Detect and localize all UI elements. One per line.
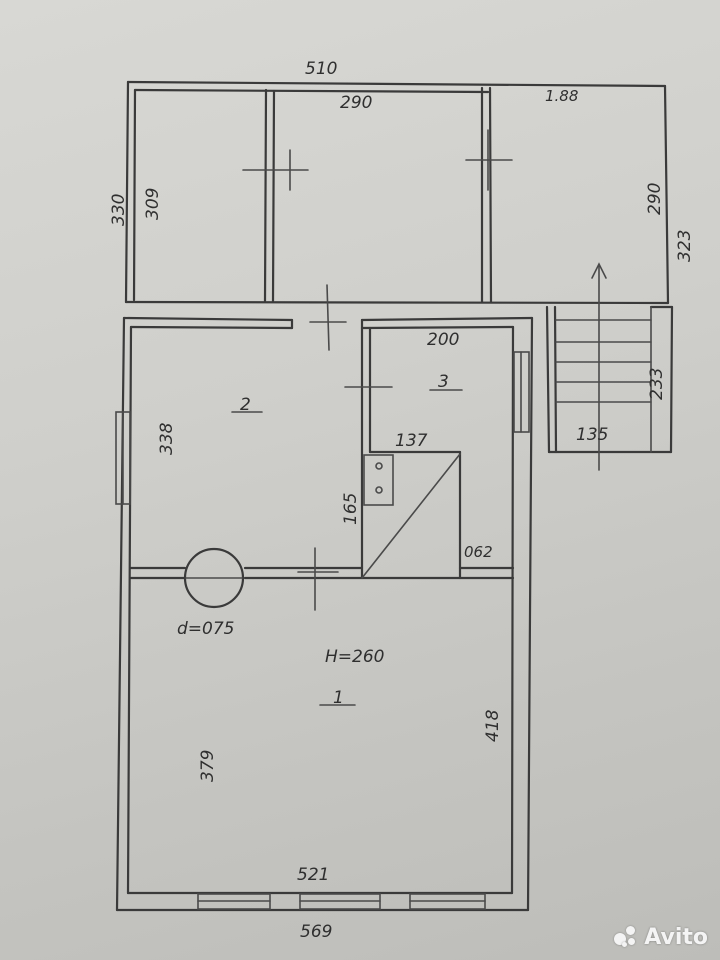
dim-room1-left-length: 379 <box>198 750 218 782</box>
dim-left-height: 330 <box>109 194 129 226</box>
dim-room3-width: 200 <box>427 330 459 350</box>
dim-room1-inner-width: 521 <box>297 865 329 885</box>
room-1-ceiling-height: H=260 <box>325 647 384 667</box>
dim-stairs-length: 233 <box>647 368 667 400</box>
dim-inner-height: 309 <box>143 188 163 220</box>
dim-overall-width: 510 <box>305 59 337 79</box>
dim-cabinet-height: 165 <box>341 493 361 525</box>
dim-right-width: 1.88 <box>545 87 578 105</box>
dim-stairs-width: 135 <box>576 425 608 445</box>
avito-watermark: Avito <box>612 924 708 950</box>
avito-logo-icon <box>612 924 638 950</box>
main-house <box>115 284 534 912</box>
room-1-label: 1 <box>333 688 344 708</box>
dim-cabinet-offset: 062 <box>464 543 493 561</box>
dim-room1-right-length: 418 <box>483 709 503 742</box>
dim-room2-height: 338 <box>157 422 177 455</box>
dim-cabinet-width: 137 <box>395 431 428 451</box>
room-3-label: 3 <box>438 372 449 392</box>
dim-right-outer-height: 323 <box>675 230 695 262</box>
stairs <box>545 262 674 471</box>
avito-watermark-text: Avito <box>644 924 708 950</box>
dim-room-width: 290 <box>340 93 372 113</box>
room-2-label: 2 <box>240 395 251 415</box>
dim-room1-outer-width: 569 <box>300 922 332 942</box>
stove-diameter: d=075 <box>177 619 234 639</box>
dim-right-height: 290 <box>645 183 665 215</box>
top-block <box>124 80 670 305</box>
